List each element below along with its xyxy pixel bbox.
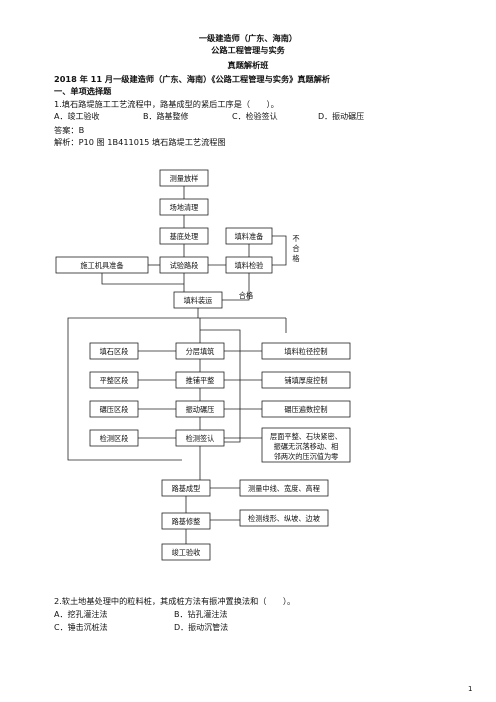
note-line-2: 振碾无沉落移动、相 <box>274 442 339 451</box>
page-number: 1 <box>468 685 473 693</box>
box-tianliao-jianyan: 填料检验 <box>235 261 264 270</box>
box-houdu-kongzhi: 铺填厚度控制 <box>284 376 327 385</box>
box-celiang-zhongxian: 测量中线、宽度、高程 <box>248 484 320 493</box>
section-heading: 一、单项选择题 <box>54 86 112 96</box>
box-shiyan-luduan: 试验路段 <box>170 261 199 270</box>
box-lijing-kongzhi: 填料粒径控制 <box>284 347 327 356</box>
box-luji-chengxing: 路基成型 <box>172 484 201 493</box>
box-jiance-xianxing: 检测线形、纵坡、边坡 <box>248 514 320 523</box>
box-jungong-yanshou: 竣工验收 <box>172 548 201 557</box>
box-zhendong-nianya: 振动碾压 <box>186 405 215 414</box>
q2-option-b: B．钻孔灌注法 <box>174 610 228 619</box>
q1-option-c: C．检验签认 <box>232 112 278 121</box>
q1-option-d: D．振动碾压 <box>318 112 365 121</box>
q2-stem: 2.软土地基处理中的粒料桩，其成桩方法有振冲置换法和（ ）。 <box>54 596 296 606</box>
q1-answer: 答案：B <box>54 125 85 135</box>
q2-option-a: A．挖孔灌注法 <box>54 610 108 619</box>
box-bianshu-kongzhi: 碾压遍数控制 <box>284 405 327 414</box>
box-fenceng-tianzhu: 分层填筑 <box>186 347 215 356</box>
box-celiang: 测量放样 <box>170 174 199 183</box>
label-bu: 不 <box>292 234 299 243</box>
q1-analysis: 解析：P10 图 1B411015 填石路堤工艺流程图 <box>54 137 226 147</box>
box-pingzheng-quduan: 平整区段 <box>100 376 129 385</box>
header-line-1: 一级建造师（广东、海南） <box>198 33 298 43</box>
note-line-3: 邻两次的压沉值为零 <box>274 452 339 461</box>
box-tianliao-zhuangyun: 填料装运 <box>184 296 213 305</box>
label-he: 合 <box>292 244 299 253</box>
document-title: 2018 年 11 月一级建造师（广东、海南）《公路工程管理与实务》真题解析 <box>54 74 331 84</box>
note-line-1: 层面平整、石块紧密、 <box>270 432 342 441</box>
label-hege: 合格 <box>239 291 254 300</box>
box-jidi: 基底处理 <box>170 232 199 241</box>
box-nianya-quduan: 碾压区段 <box>100 405 129 414</box>
q1-option-a: A．竣工验收 <box>54 112 100 121</box>
q2-option-d: D．振动沉管法 <box>174 623 229 632</box>
label-ge: 格 <box>292 254 300 263</box>
header-line-2: 公路工程管理与实务 <box>211 45 285 55</box>
q2-option-c: C．锤击沉桩法 <box>54 623 108 632</box>
box-jiance-qianren: 检测签认 <box>186 434 215 443</box>
q1-option-b: B．路基整修 <box>143 112 189 121</box>
box-jiance-quduan: 检测区段 <box>100 434 129 443</box>
box-tuipu-pingzheng: 推铺平整 <box>186 376 215 385</box>
box-luji-xiuzheng: 路基修整 <box>172 517 201 526</box>
box-shigong-jiju: 施工机具准备 <box>80 261 123 270</box>
box-changdi: 场地清理 <box>170 203 199 212</box>
header-line-3: 真题解析班 <box>227 60 269 70</box>
box-tianshi-quduan: 填石区段 <box>100 347 129 356</box>
q1-stem: 1.填石路堤施工工艺流程中，路基成型的紧后工序是（ ）。 <box>54 99 279 109</box>
box-tianliao-zhunbei: 填料准备 <box>235 232 264 241</box>
